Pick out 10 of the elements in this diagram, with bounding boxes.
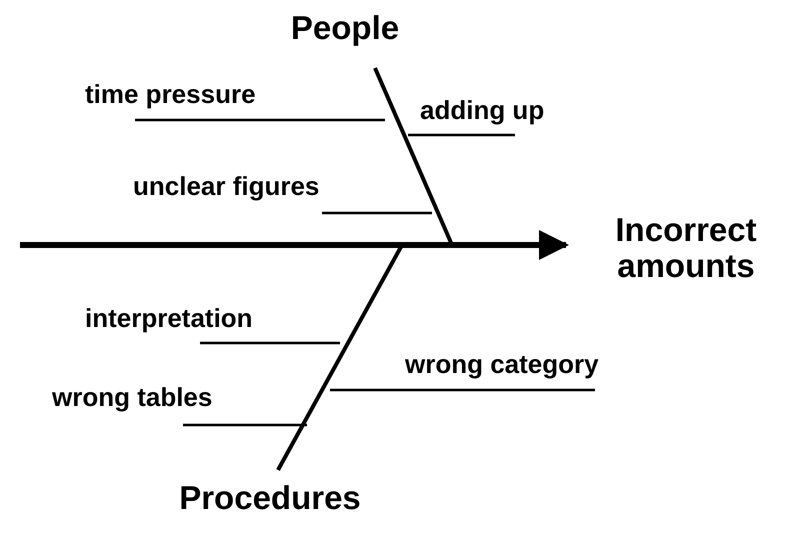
cause-label: interpretation bbox=[85, 304, 253, 333]
cause-label: wrong tables bbox=[52, 383, 212, 412]
cause-label: unclear figures bbox=[133, 172, 320, 201]
spine-arrow bbox=[20, 230, 569, 260]
cause-label: time pressure bbox=[85, 80, 256, 109]
category-heading: People bbox=[275, 10, 415, 46]
cause-label: wrong category bbox=[405, 350, 599, 379]
effect-label: Incorrect amounts bbox=[588, 212, 784, 285]
cause-label: adding up bbox=[420, 96, 544, 125]
category-heading: Procedures bbox=[150, 480, 390, 516]
